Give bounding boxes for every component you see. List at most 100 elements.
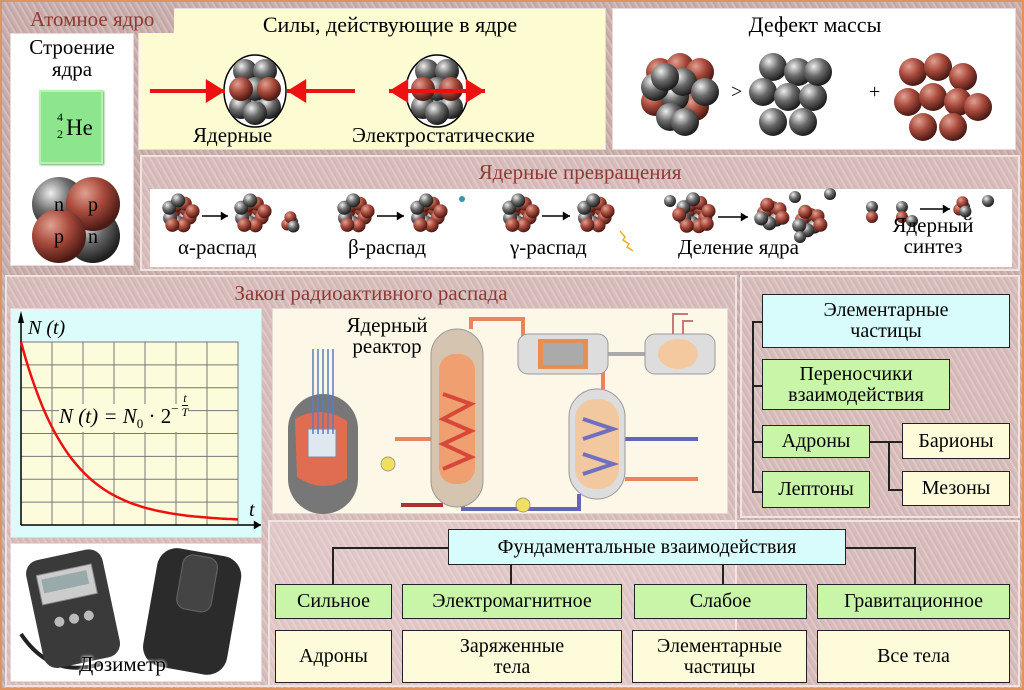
weak-acts-on: Элементарные частицы [632,630,807,683]
neutron [253,59,277,83]
neutron [759,108,787,136]
arrow-head [287,79,307,103]
neutron [982,195,994,207]
neutron [419,193,434,208]
proton [813,217,828,232]
neutron [686,192,701,207]
force-label-nuclear: Ядерные [193,123,273,147]
proton [699,216,714,231]
force-label-electrostatic: Электростатические [352,123,535,147]
reactor-vessel [288,349,358,514]
proton [591,218,606,233]
arrow-head [465,79,485,103]
y-axis-label: N (t) [28,317,66,339]
tree-line [752,321,762,323]
neutron [651,63,679,91]
fundamental-title: Фундаментальные взаимодействия [448,529,846,565]
turbine [517,333,609,375]
neutron [906,215,918,227]
greater-sign: > [731,81,743,103]
arrow-head [205,79,225,103]
tree-line [752,441,762,443]
beta-decay-label: β-распад [348,235,427,259]
tree-line [914,547,916,585]
neutron [824,188,836,200]
weak-box: Слабое [634,584,807,619]
proton [229,77,253,101]
neutron [866,201,878,213]
neutron [749,78,777,106]
transformations-illustration [162,188,994,252]
proton [340,217,355,232]
proton [32,209,86,263]
proton [899,58,927,86]
proton [760,197,775,212]
forces-panel: Силы, действующие в ядре Ядерные Электро… [150,8,606,150]
dosimeter-image [19,548,242,675]
gamma-decay-label: γ-распад [510,235,587,259]
neutron [346,193,361,208]
proton [949,63,977,91]
arrow-head [220,211,228,221]
neutron [415,59,439,83]
mass-defect-title: Дефект массы [748,12,882,37]
neutron [792,218,807,233]
neutron [759,53,787,81]
tree-line [752,385,762,387]
forces-illustration [150,54,485,128]
proton [360,204,375,219]
neutron [511,193,526,208]
neutron [586,193,601,208]
decay-law-title: Закон радиоактивного распада [234,281,508,305]
formula-exp-sign: − [171,401,179,416]
condenser [568,388,626,500]
proton [516,218,531,233]
dosimeter-panel: Дозиметр [10,543,262,682]
strong-box: Сильное [275,584,392,619]
mesons-box: Мезоны [902,471,1010,506]
arrow-head [740,212,748,222]
generator [644,313,716,375]
strong-acts-on: Адроны [275,630,392,683]
proton [939,113,967,141]
transformations-panel: α-распад β-распад γ-распад Деление ядра … [150,188,1012,267]
neutron [799,83,827,111]
tree-line [332,547,334,585]
neutron [243,193,258,208]
y-axis-arrow [18,311,24,323]
neutron [754,211,769,226]
elementary-particles-box: Элементарные частицы [762,294,1010,348]
nucleon-label-p: p [88,194,98,216]
proton [413,217,428,232]
proton [351,218,366,233]
proton [866,211,878,223]
proton [924,53,952,81]
proton [909,113,937,141]
neutron [794,231,806,243]
tree-line [870,441,888,443]
alpha-decay-label: α-распад [178,235,257,259]
proton [257,204,272,219]
formula-base: · 2 [143,404,172,428]
neutron [671,108,699,136]
neutron [287,220,300,233]
neutron [233,59,257,83]
mass-number: 4 [57,110,63,124]
atomic-number: 2 [57,127,63,141]
proton [798,204,813,219]
leptons-box: Лептоны [762,471,870,508]
forces-title: Силы, действующие в ядре [262,12,518,37]
formula-exp-denominator: T [181,405,189,419]
gamma-ray [619,230,634,252]
fusion-label: Ядерный синтез [892,213,974,258]
proton [176,218,191,233]
arrow-head [942,204,950,214]
reactor-diagram [288,313,716,514]
element-symbol: He [66,115,93,140]
gravitational-box: Гравитационное [817,584,1010,619]
tree-line [888,441,902,443]
